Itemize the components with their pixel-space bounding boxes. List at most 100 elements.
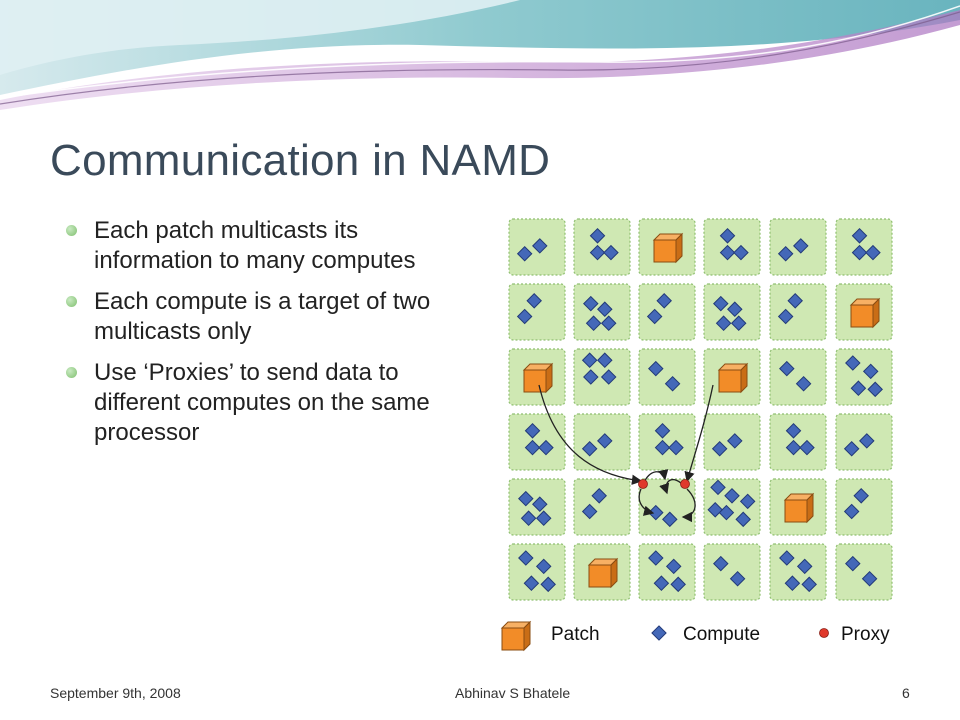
header-swoosh-decoration — [0, 0, 960, 110]
compute-diamond — [532, 496, 548, 512]
compute-diamond — [670, 576, 686, 593]
compute-diamond — [713, 555, 729, 572]
processor-cell — [769, 413, 827, 471]
compute-diamond — [668, 439, 684, 456]
processor-cell — [573, 283, 631, 341]
compute-diamond — [710, 479, 726, 496]
compute-diamond — [651, 625, 667, 641]
compute-diamond — [540, 576, 556, 593]
bullet-text: Each patch multicasts its information to… — [94, 217, 416, 274]
processor-cell — [835, 218, 893, 276]
patch-icon — [500, 620, 532, 652]
compute-diamond — [597, 352, 613, 368]
bullet-list: Each patch multicasts its information to… — [62, 216, 462, 459]
bullet-item: Each compute is a target of two multicas… — [62, 287, 462, 347]
compute-diamond — [787, 293, 803, 309]
patch-cube — [500, 620, 532, 652]
processor-cell — [703, 413, 761, 471]
compute-diamond — [796, 558, 813, 575]
compute-diamond — [583, 369, 599, 385]
compute-diamond — [845, 555, 861, 572]
compute-diamond — [538, 439, 554, 456]
processor-cell — [835, 543, 893, 601]
compute-diamond — [581, 352, 598, 368]
footer-page-number: 6 — [902, 685, 910, 701]
compute-diamond — [583, 295, 599, 312]
compute-diamond — [524, 439, 541, 456]
compute-diamond — [523, 575, 540, 591]
compute-diamond — [727, 301, 743, 317]
namd-communication-diagram: Patch Compute Proxy — [495, 213, 905, 655]
legend: Patch Compute Proxy — [500, 620, 890, 652]
compute-diamond — [518, 490, 534, 507]
compute-diamond — [656, 293, 672, 309]
compute-diamond — [535, 510, 552, 526]
compute-diamond — [648, 550, 664, 566]
legend-compute-label: Compute — [683, 624, 760, 645]
processor-cell — [835, 478, 893, 536]
processor-cell — [835, 413, 893, 471]
compute-icon — [651, 625, 667, 641]
compute-diamond — [843, 440, 860, 457]
compute-diamond — [648, 360, 664, 377]
compute-diamond — [785, 423, 802, 439]
compute-diamond — [707, 502, 723, 518]
compute-diamond — [532, 238, 548, 254]
compute-diamond — [664, 375, 681, 392]
processor-cell — [638, 283, 696, 341]
patch-cube — [849, 297, 881, 329]
compute-diamond — [785, 439, 802, 456]
compute-diamond — [853, 488, 869, 504]
compute-diamond — [779, 550, 795, 566]
compute-diamond — [665, 558, 682, 575]
compute-diamond — [784, 575, 801, 591]
processor-cell — [508, 543, 566, 601]
processor-cell — [769, 283, 827, 341]
compute-diamond — [589, 228, 606, 244]
bullet-dot-icon — [66, 225, 77, 236]
compute-diamond — [713, 295, 729, 312]
bullet-text: Each compute is a target of two multicas… — [94, 288, 431, 345]
processor-cell — [508, 283, 566, 341]
compute-diamond — [843, 503, 860, 520]
processor-cell — [573, 218, 631, 276]
compute-diamond — [603, 244, 619, 261]
compute-diamond — [654, 439, 671, 456]
compute-diamond — [777, 308, 794, 325]
compute-diamond — [779, 360, 795, 377]
compute-diamond — [724, 488, 740, 504]
processor-cell — [573, 478, 631, 536]
slide-title: Communication in NAMD — [50, 136, 551, 185]
proxy-dot — [680, 479, 690, 489]
compute-diamond — [518, 550, 534, 566]
compute-diamond — [516, 245, 533, 262]
processor-cell — [835, 283, 893, 341]
bullet-dot-icon — [66, 296, 77, 307]
compute-diamond — [520, 510, 537, 526]
processor-cell — [638, 218, 696, 276]
compute-diamond — [861, 570, 878, 587]
compute-diamond — [801, 576, 817, 593]
processor-cell — [573, 413, 631, 471]
patch-cube — [652, 232, 684, 264]
processor-cell — [638, 543, 696, 601]
processor-cell — [703, 218, 761, 276]
proxy-arrow — [681, 488, 696, 523]
compute-diamond — [535, 558, 552, 575]
compute-diamond — [662, 511, 678, 528]
processor-cell — [703, 543, 761, 601]
bullet-item: Use ‘Proxies’ to send data to different … — [62, 358, 462, 448]
compute-diamond — [591, 488, 607, 504]
compute-diamond — [733, 244, 749, 261]
compute-diamond — [795, 375, 812, 392]
compute-diamond — [845, 355, 861, 371]
bullet-item: Each patch multicasts its information to… — [62, 216, 462, 276]
compute-diamond — [654, 423, 671, 439]
compute-diamond — [581, 503, 598, 520]
compute-diamond — [730, 315, 747, 331]
compute-diamond — [597, 301, 613, 317]
compute-diamond — [653, 575, 670, 591]
compute-diamond — [851, 244, 868, 261]
bullet-dot-icon — [66, 367, 77, 378]
